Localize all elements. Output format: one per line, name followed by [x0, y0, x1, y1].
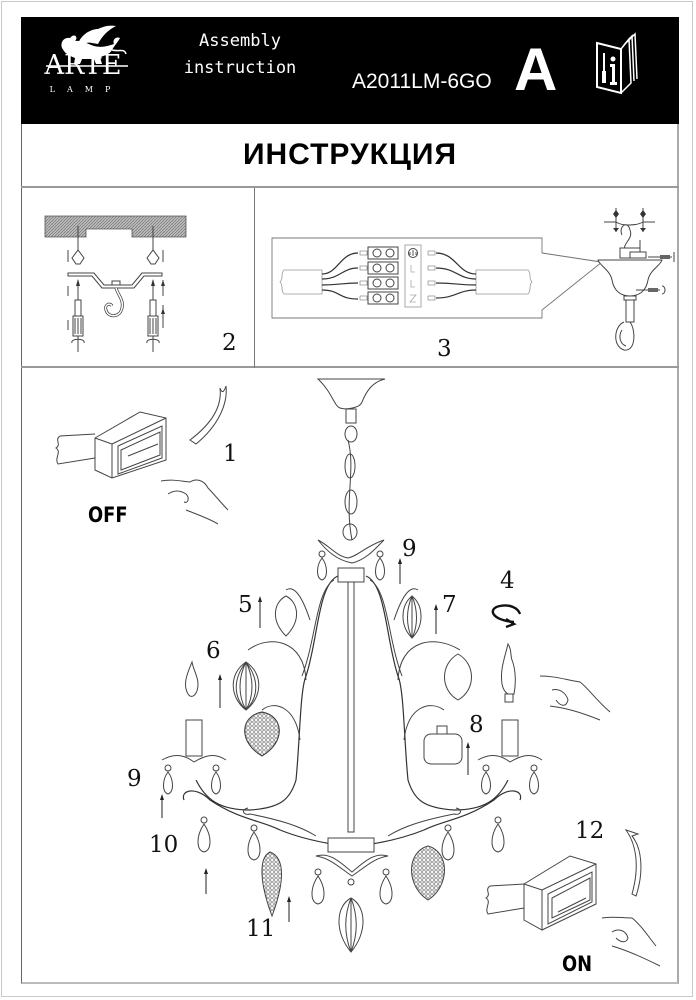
step-number-9-top: 9 — [402, 536, 417, 562]
page-frame — [21, 17, 679, 984]
step-number-9-left: 9 — [127, 766, 142, 792]
step-number-11: 11 — [246, 916, 276, 942]
step-number-5: 5 — [238, 592, 253, 618]
step-number-4: 4 — [500, 568, 515, 594]
document-type-line2: instruction — [183, 58, 297, 78]
manual-book-icon — [596, 32, 638, 95]
step-number-12: 12 — [575, 818, 605, 844]
step-number-3: 3 — [437, 336, 452, 362]
steps-2-3-section — [21, 188, 679, 368]
section-divider — [254, 188, 255, 368]
brand-subtitle: LAMP — [49, 85, 123, 94]
step-number-7: 7 — [442, 592, 457, 618]
step-number-2: 2 — [222, 330, 237, 356]
language-letter: A — [514, 36, 558, 103]
step-number-10: 10 — [149, 832, 179, 858]
winged-lion-logo — [46, 25, 128, 67]
document-type-line1: Assembly — [199, 31, 281, 51]
brand-name: ARTE — [44, 50, 122, 81]
switch-off-label: OFF — [88, 503, 128, 527]
document-type: Assembly instruction — [170, 28, 310, 82]
step-number-1: 1 — [223, 441, 238, 467]
step-number-8: 8 — [469, 712, 484, 738]
page-title: ИНСТРУКЦИЯ — [242, 138, 458, 171]
title-section: ИНСТРУКЦИЯ — [21, 124, 679, 188]
switch-on-label: ON — [562, 952, 593, 976]
model-number: A2011LM-6GO — [352, 70, 492, 93]
header-bar — [21, 17, 679, 124]
step-number-6: 6 — [206, 638, 221, 664]
